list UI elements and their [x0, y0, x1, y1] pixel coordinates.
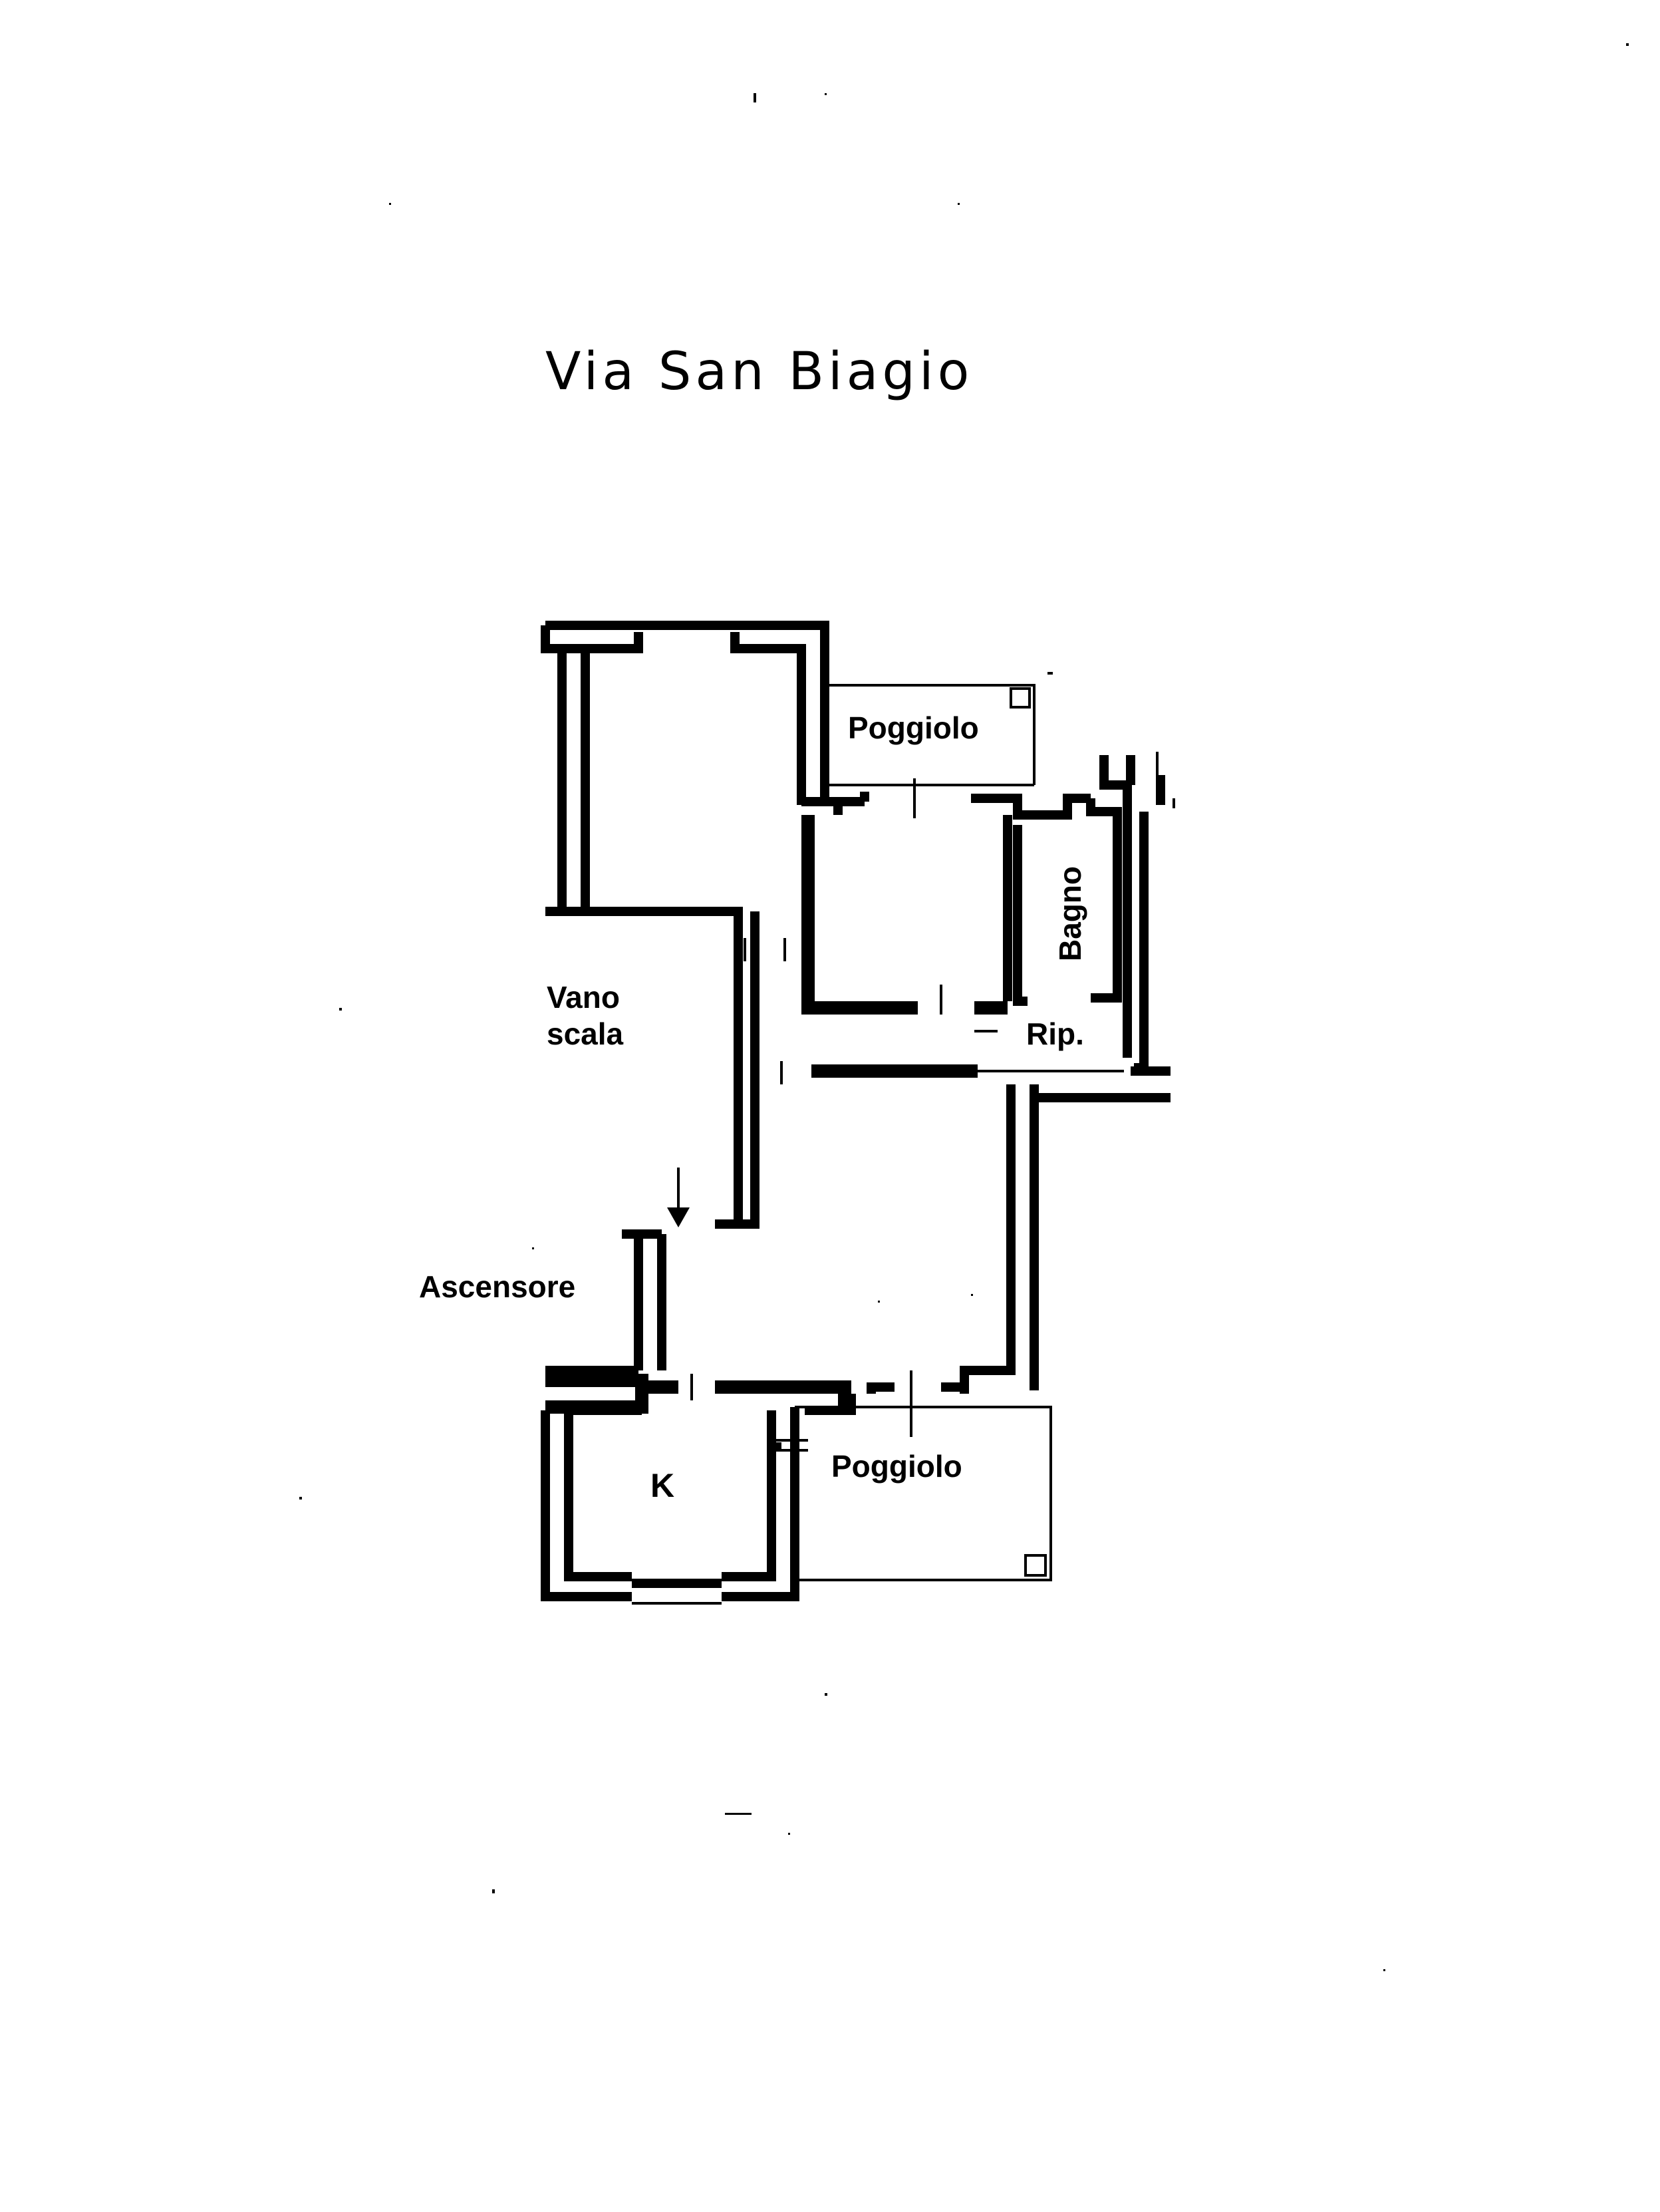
walls — [541, 621, 1171, 1605]
label-bagno: Bagno — [1053, 866, 1087, 961]
right-stub-walls — [1156, 752, 1175, 808]
label-ripostiglio: Rip. — [1026, 1017, 1084, 1051]
label-kitchen: K — [650, 1467, 674, 1504]
label-ascensore: Ascensore — [419, 1269, 575, 1304]
label-poggiolo-top: Poggiolo — [848, 711, 979, 745]
label-vano-scala-2: scala — [547, 1017, 624, 1051]
label-poggiolo-bottom: Poggiolo — [831, 1449, 962, 1484]
label-vano-scala-1: Vano — [547, 980, 620, 1015]
door-markers — [667, 778, 998, 1452]
balconies — [795, 684, 1052, 1581]
scan-specks — [299, 43, 1629, 1971]
street-name: Via San Biagio — [545, 342, 973, 402]
